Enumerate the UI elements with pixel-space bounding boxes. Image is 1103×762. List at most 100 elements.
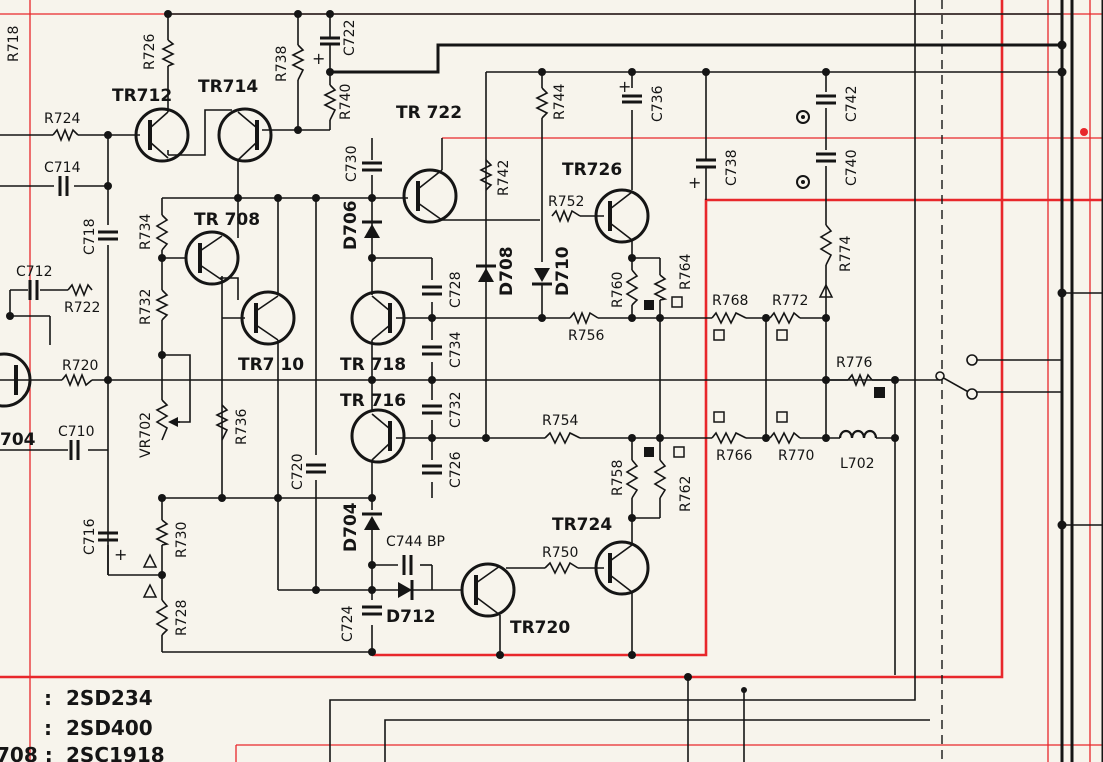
- tr708-symbol: [184, 230, 240, 286]
- label-r722: R722: [64, 300, 100, 316]
- label-vr702: VR702: [138, 412, 154, 458]
- label-r770: R770: [778, 448, 814, 464]
- label-c714: C714: [44, 160, 81, 176]
- label-r756: R756: [568, 328, 605, 344]
- label-c738: C738: [724, 150, 740, 187]
- legend-key-3: 708 :: [0, 743, 53, 762]
- label-r718: R718: [6, 26, 22, 62]
- label-r762: R762: [678, 476, 694, 512]
- resistor-symbols: [52, 39, 873, 636]
- label-c736: C736: [650, 85, 666, 122]
- label-d706: D706: [341, 200, 361, 250]
- label-tr716: TR 716: [340, 391, 406, 411]
- inductor-symbol: [838, 429, 878, 439]
- diode-labels: D706 D704 D712 D708 D710 L702: [341, 200, 875, 627]
- label-r760: R760: [610, 272, 626, 308]
- transistor-type-legend: : 2SD234 : 2SD400 708 : 2SC1918: [0, 686, 165, 762]
- label-r750: R750: [542, 545, 578, 561]
- transistor-symbols: [0, 107, 650, 618]
- legend-value-1: 2SD234: [66, 686, 153, 710]
- legend-key-1: :: [44, 686, 52, 710]
- svg-text:+: +: [688, 173, 701, 192]
- label-r744: R744: [552, 83, 568, 120]
- label-r734: R734: [138, 213, 154, 250]
- label-d708: D708: [497, 246, 517, 296]
- label-r736: R736: [234, 408, 250, 445]
- label-r740: R740: [338, 84, 354, 120]
- label-c722: C722: [342, 20, 358, 57]
- label-c710: C710: [58, 424, 95, 440]
- label-c720: C720: [290, 454, 306, 491]
- tr710-symbol: [240, 290, 296, 346]
- legend-value-3: 2SC1918: [66, 743, 165, 762]
- label-r738: R738: [274, 46, 290, 82]
- tr718-symbol: [350, 290, 406, 346]
- label-r764: R764: [678, 253, 694, 290]
- legend-key-2: :: [44, 716, 52, 740]
- junctions: [6, 10, 1067, 693]
- label-tr724: TR724: [552, 515, 612, 535]
- label-c726: C726: [448, 451, 464, 488]
- label-r726: R726: [142, 33, 158, 70]
- label-tr722: TR 722: [396, 103, 462, 123]
- label-r752: R752: [548, 194, 584, 210]
- capacitor-symbols: [28, 30, 836, 616]
- label-c718: C718: [82, 219, 98, 256]
- tr716-symbol: [350, 408, 406, 464]
- label-r758: R758: [610, 460, 626, 496]
- label-r774: R774: [838, 235, 854, 272]
- label-c740: C740: [844, 150, 860, 187]
- polarity-marks: + + + +: [114, 49, 701, 564]
- label-d704: D704: [341, 502, 361, 552]
- label-l702: L702: [840, 456, 875, 472]
- label-r724: R724: [44, 111, 81, 127]
- label-r754: R754: [542, 413, 579, 429]
- tr712-symbol: [134, 107, 190, 163]
- label-c712: C712: [16, 264, 53, 280]
- capacitor-labels: C722 C714 C718 C712 C710 C716 C720 C724 …: [16, 20, 860, 643]
- tr714-symbol: [217, 107, 273, 163]
- label-tr712: TR712: [112, 86, 172, 106]
- label-tr708: TR 708: [194, 210, 260, 230]
- label-tr720: TR720: [510, 618, 570, 638]
- label-r720: R720: [62, 358, 98, 374]
- tr704-symbol: [0, 352, 32, 408]
- svg-text:+: +: [618, 77, 631, 96]
- label-r732: R732: [138, 289, 154, 325]
- label-tr714: TR714: [198, 77, 258, 97]
- label-tr726: TR726: [562, 160, 622, 180]
- label-tr718: TR 718: [340, 355, 406, 375]
- label-r742: R742: [496, 160, 512, 196]
- svg-text:+: +: [114, 545, 127, 564]
- label-r768: R768: [712, 293, 748, 309]
- svg-text:+: +: [312, 49, 325, 68]
- tr724-symbol: [594, 540, 650, 596]
- label-c730: C730: [344, 146, 360, 183]
- label-c728: C728: [448, 272, 464, 309]
- label-c732: C732: [448, 392, 464, 429]
- power-rails: [0, 0, 1103, 679]
- label-c744: C744 BP: [386, 534, 445, 550]
- label-c716: C716: [82, 518, 98, 555]
- label-tr710: TR7 10: [238, 355, 304, 375]
- label-r728: R728: [174, 600, 190, 636]
- tr722-symbol: [402, 168, 458, 224]
- resistor-labels: R726 R738 R740 R724 R734 R732 R722 R720 …: [6, 26, 873, 636]
- tr726-symbol: [594, 188, 650, 244]
- label-r776: R776: [836, 355, 873, 371]
- label-d712: D712: [386, 607, 436, 627]
- label-r766: R766: [716, 448, 753, 464]
- test-point-markers: [142, 283, 978, 598]
- label-d710: D710: [553, 246, 573, 296]
- label-r730: R730: [174, 522, 190, 558]
- diode-symbols: [362, 220, 552, 600]
- label-c742: C742: [844, 86, 860, 123]
- label-tr704: 704: [0, 430, 36, 450]
- label-c734: C734: [448, 331, 464, 368]
- board-boundary: [941, 0, 1103, 762]
- label-c724: C724: [340, 605, 356, 642]
- tr720-symbol: [460, 562, 516, 618]
- label-r772: R772: [772, 293, 808, 309]
